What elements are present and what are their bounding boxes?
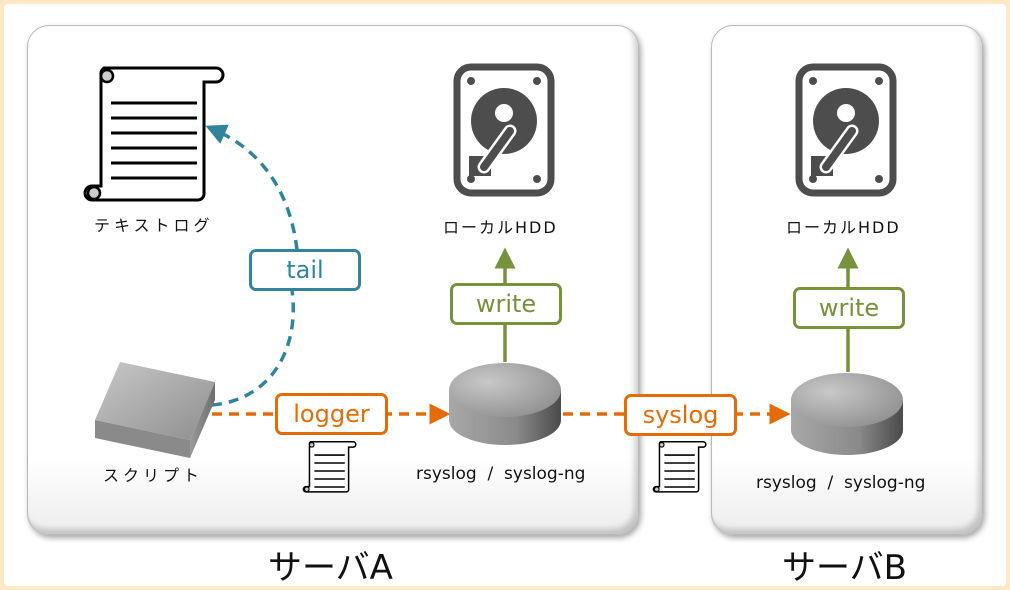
hdd-b-label: ローカルHDD: [786, 218, 901, 237]
script-box-icon: [95, 362, 215, 458]
server-b-label: サーバB: [782, 548, 907, 588]
syslog-tag: syslog: [624, 394, 737, 436]
daemon-a-label: rsyslog / syslog-ng: [416, 464, 586, 484]
server-a-label: サーバA: [268, 548, 393, 588]
hard-drive-icon-b: [795, 63, 897, 197]
tail-tag: tail: [249, 249, 361, 291]
script-label: スクリプト: [103, 466, 204, 485]
write-b-tag: write: [793, 287, 905, 329]
cylinder-icon-a: [449, 363, 561, 445]
hard-drive-icon-a: [453, 63, 555, 197]
scroll-icon: [83, 66, 225, 202]
hdd-a-label: ローカルHDD: [443, 218, 558, 237]
text-log-label: テキストログ: [94, 216, 214, 235]
log-message-scroll-icon: [302, 441, 357, 493]
write-a-tag: write: [450, 283, 562, 325]
cylinder-icon-b: [791, 373, 903, 455]
logger-tag: logger: [275, 393, 388, 435]
daemon-b-label: rsyslog / syslog-ng: [756, 473, 926, 493]
tail-connector: [212, 130, 299, 407]
syslog-message-scroll-icon: [652, 441, 707, 493]
